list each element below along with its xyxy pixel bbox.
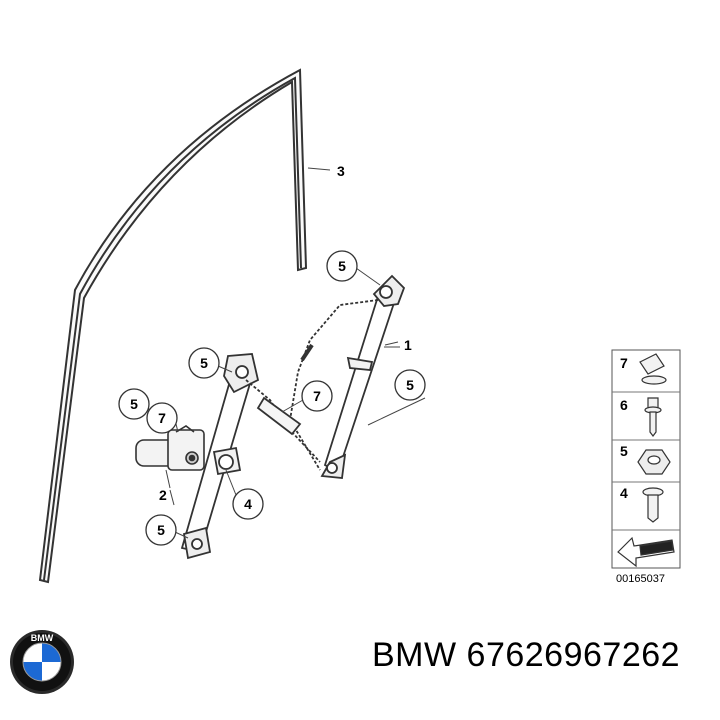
screw-icon [642,487,664,523]
fastener-legend: 7 6 5 4 [611,349,681,569]
callout-a: 3 [337,163,345,179]
svg-text:5: 5 [130,396,138,412]
callout-c: 1 [384,337,412,353]
clip-icon [639,353,667,385]
part-number: 67626967262 [466,636,681,674]
stud-icon [644,397,662,437]
brand-part-number: BMW 67626967262 [372,636,680,675]
svg-text:1: 1 [404,337,412,353]
window-motor [135,425,205,471]
callout-f: 5 [394,369,426,401]
diagram-code: 00165037 [616,573,665,585]
svg-text:2: 2 [159,487,167,503]
callout-b: 5 [326,250,358,282]
callout-h: 7 [146,402,178,434]
legend-item-clip: 7 [620,355,628,371]
brand-name: BMW [372,636,457,674]
svg-text:7: 7 [313,388,321,404]
svg-text:5: 5 [406,377,414,393]
svg-text:BMW: BMW [31,633,54,643]
legend-item-nut: 5 [620,443,628,459]
leader-lines [146,167,426,539]
bmw-logo: BMW [10,630,74,694]
legend-item-stud: 6 [620,397,628,413]
callout-j: 4 [232,488,264,520]
callout-g: 5 [118,388,150,420]
window-seal [38,68,308,584]
svg-text:5: 5 [338,258,346,274]
svg-text:5: 5 [200,355,208,371]
arrow-icon [617,536,675,568]
legend-item-screw: 4 [620,485,628,501]
callout-e: 7 [301,380,333,412]
callout-d: 5 [188,347,220,379]
svg-text:5: 5 [157,522,165,538]
callout-k: 5 [145,514,177,546]
nut-icon [637,449,671,475]
regulator-arm [180,353,321,560]
svg-text:3: 3 [337,163,345,179]
callout-i: 2 [159,487,167,503]
svg-text:4: 4 [244,496,252,512]
svg-text:7: 7 [158,410,166,426]
